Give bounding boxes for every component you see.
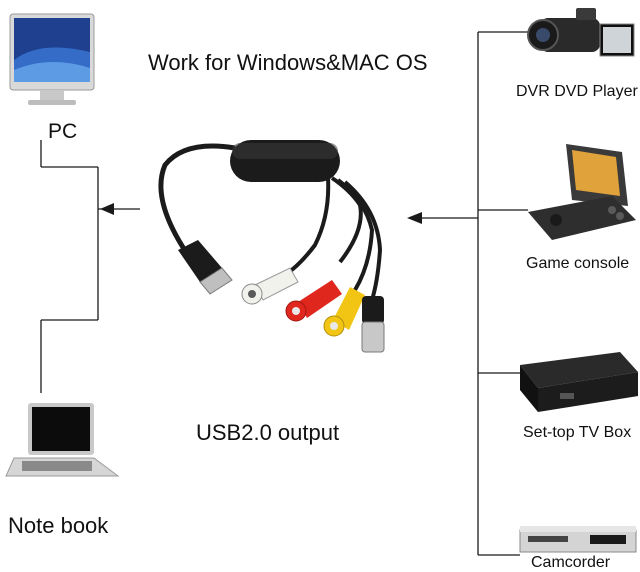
game-console-icon	[528, 144, 636, 240]
page-title: Work for Windows&MAC OS	[148, 50, 428, 75]
rca-yellow-plug-icon	[323, 287, 365, 337]
notebook-label: Note book	[8, 513, 109, 538]
left-connector-lines	[40, 140, 140, 393]
dvd-recorder-icon	[519, 526, 637, 553]
right-arrow-icon	[407, 212, 422, 224]
notebook-icon	[5, 403, 120, 477]
video-camera-icon	[527, 8, 635, 57]
rca-red-plug-icon	[285, 280, 342, 322]
s-video-plug-icon	[361, 296, 385, 353]
rca-white-plug-icon	[241, 267, 299, 305]
usb-capture-cable	[158, 140, 385, 353]
pc-monitor-icon	[9, 13, 95, 105]
right-connector-lines	[410, 31, 530, 556]
usb-plug-icon	[178, 240, 233, 295]
game-console-label: Game console	[526, 255, 630, 272]
settop-box-icon	[520, 352, 638, 412]
dvr-dvd-player-label: DVR DVD Player	[516, 83, 638, 100]
usb-output-label: USB2.0 output	[196, 420, 340, 445]
pc-label: PC	[48, 120, 78, 143]
camcorder-label: Camcorder	[531, 554, 611, 571]
settop-box-label: Set-top TV Box	[523, 424, 632, 441]
left-arrow-icon	[100, 203, 114, 215]
